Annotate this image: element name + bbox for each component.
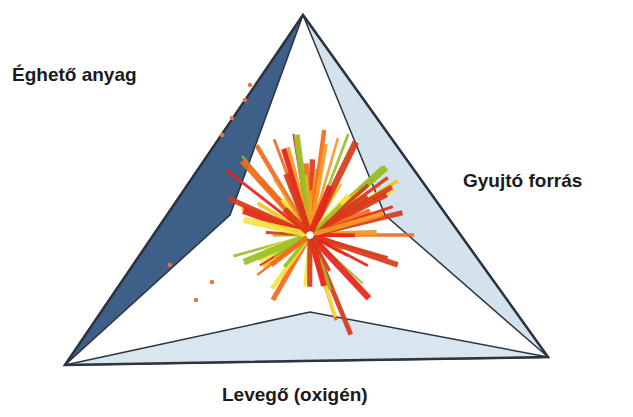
- flame-ray: [274, 139, 309, 231]
- flame-ray: [311, 239, 336, 320]
- flame-ray: [314, 207, 393, 234]
- side-label: Levegő (oxigén): [222, 384, 368, 406]
- flame-ray: [314, 233, 414, 236]
- spark-dot: [220, 133, 224, 137]
- flame-ray: [312, 186, 331, 231]
- spark-dot: [210, 280, 214, 284]
- spark-dot: [248, 83, 252, 87]
- flame-ray: [307, 239, 312, 287]
- flame-ray: [311, 239, 324, 286]
- flame-ray: [286, 174, 308, 231]
- side-label: Éghető anyag: [12, 64, 137, 86]
- flame-ray: [305, 239, 310, 286]
- spark-dot: [194, 298, 198, 302]
- flame-ray: [271, 237, 307, 265]
- spark-dot: [243, 98, 247, 102]
- side-label: Gyujtó forrás: [463, 170, 582, 192]
- flame-ray: [284, 149, 309, 231]
- flame-ray: [311, 239, 335, 317]
- fire-burst: [168, 83, 414, 335]
- spark-dot: [230, 116, 234, 120]
- spark-dot: [168, 263, 172, 267]
- flame-ray: [314, 236, 388, 258]
- flame-ray: [314, 214, 383, 234]
